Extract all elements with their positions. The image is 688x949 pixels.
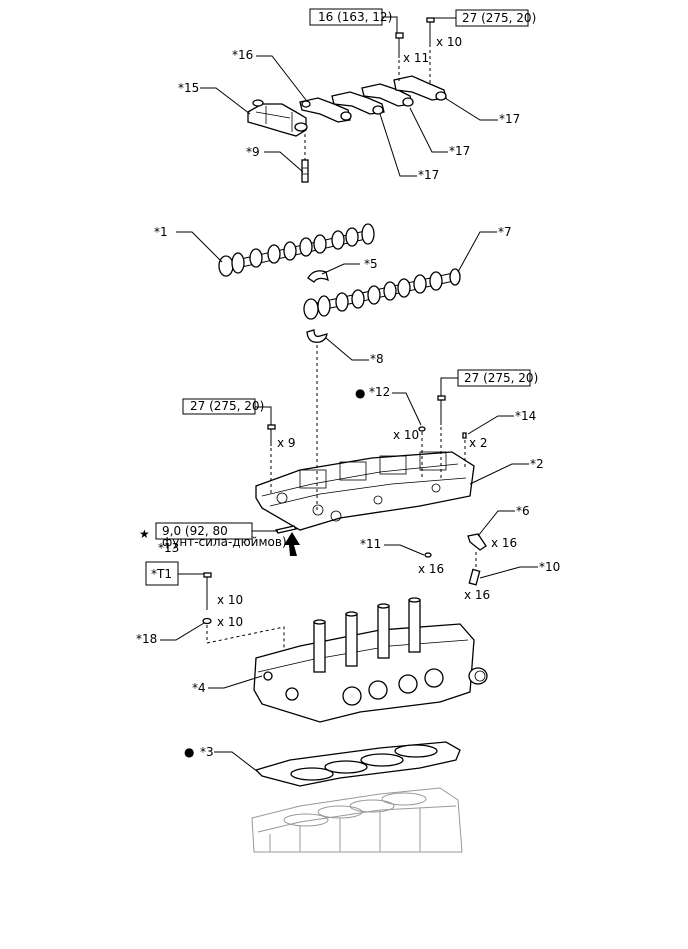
callout-9: *9 [246, 145, 260, 159]
callout-11: *11 [360, 537, 381, 551]
cylinder-head-4 [253, 597, 488, 723]
head-bolt-t1 [203, 572, 212, 610]
callout-13: *13 [158, 541, 179, 555]
callout-17b: *17 [449, 144, 470, 158]
qty-x2: x 2 [469, 436, 488, 450]
housing-bolt-left [267, 424, 276, 446]
bearing-shell-8 [306, 329, 328, 343]
callout-2: *2 [530, 457, 544, 471]
qty-x9: x 9 [277, 436, 296, 450]
engine-block [251, 787, 463, 853]
bearing-cap-17c [393, 75, 447, 101]
callout-16: *16 [232, 48, 253, 62]
callout-8: *8 [370, 352, 384, 366]
direction-arrow-icon [284, 532, 300, 556]
bearing-cap-15 [247, 99, 308, 137]
washer-18 [202, 617, 212, 625]
callout-14: *14 [515, 409, 536, 423]
washer-12 [418, 426, 426, 432]
camshaft-7 [303, 268, 461, 320]
stud-9 [301, 159, 309, 183]
lifter-10 [468, 568, 481, 586]
torque-bolt-mid-right: 27 (275, 20) [464, 371, 538, 385]
washer-11 [424, 552, 432, 558]
head-gasket-3 [254, 741, 461, 787]
camshaft-housing-2 [255, 451, 475, 531]
pin-14 [462, 432, 467, 439]
bullet-marker-3: ● [184, 745, 194, 759]
callout-5: *5 [364, 257, 378, 271]
callout-18: *18 [136, 632, 157, 646]
bearing-cap-17a [331, 91, 385, 115]
qty-x16-6: x 16 [491, 536, 517, 550]
torque-bolt-b: 27 (275, 20) [462, 11, 536, 25]
camshaft-1 [218, 223, 375, 277]
housing-bolt-right [437, 395, 446, 425]
bearing-cap-16 [299, 97, 352, 123]
torque-plug-line1: 9,0 (92, 80 [162, 524, 228, 538]
callout-t1: *T1 [151, 567, 172, 581]
star-icon: ★ [139, 527, 150, 541]
qty-x10-18: x 10 [217, 615, 243, 629]
qty-x11: x 11 [403, 51, 429, 65]
bullet-marker-12: ● [355, 386, 365, 400]
torque-plug-line2: фунт-сила-дюймов) [162, 535, 287, 549]
torque-bolt-mid-left: 27 (275, 20) [190, 399, 264, 413]
callout-4: *4 [192, 681, 206, 695]
plug-13 [274, 525, 298, 534]
callout-1: *1 [154, 225, 168, 239]
qty-x16-11: x 16 [418, 562, 444, 576]
callout-3: *3 [200, 745, 214, 759]
callout-17a: *17 [499, 112, 520, 126]
torque-bolt-a: 16 (163, 12) [318, 10, 392, 24]
callout-6: *6 [516, 504, 530, 518]
qty-x10-t1: x 10 [217, 593, 243, 607]
callout-15: *15 [178, 81, 199, 95]
callout-7: *7 [498, 225, 512, 239]
cap-bolt-27nm [426, 17, 435, 47]
rocker-6 [467, 533, 487, 551]
callout-17c: *17 [418, 168, 439, 182]
bearing-cap-17b [361, 83, 414, 107]
cap-bolt-16nm [395, 32, 404, 58]
qty-x10-top: x 10 [436, 35, 462, 49]
qty-x16-10: x 16 [464, 588, 490, 602]
callout-12: *12 [369, 385, 390, 399]
callout-10: *10 [539, 560, 560, 574]
qty-x10-mid: x 10 [393, 428, 419, 442]
